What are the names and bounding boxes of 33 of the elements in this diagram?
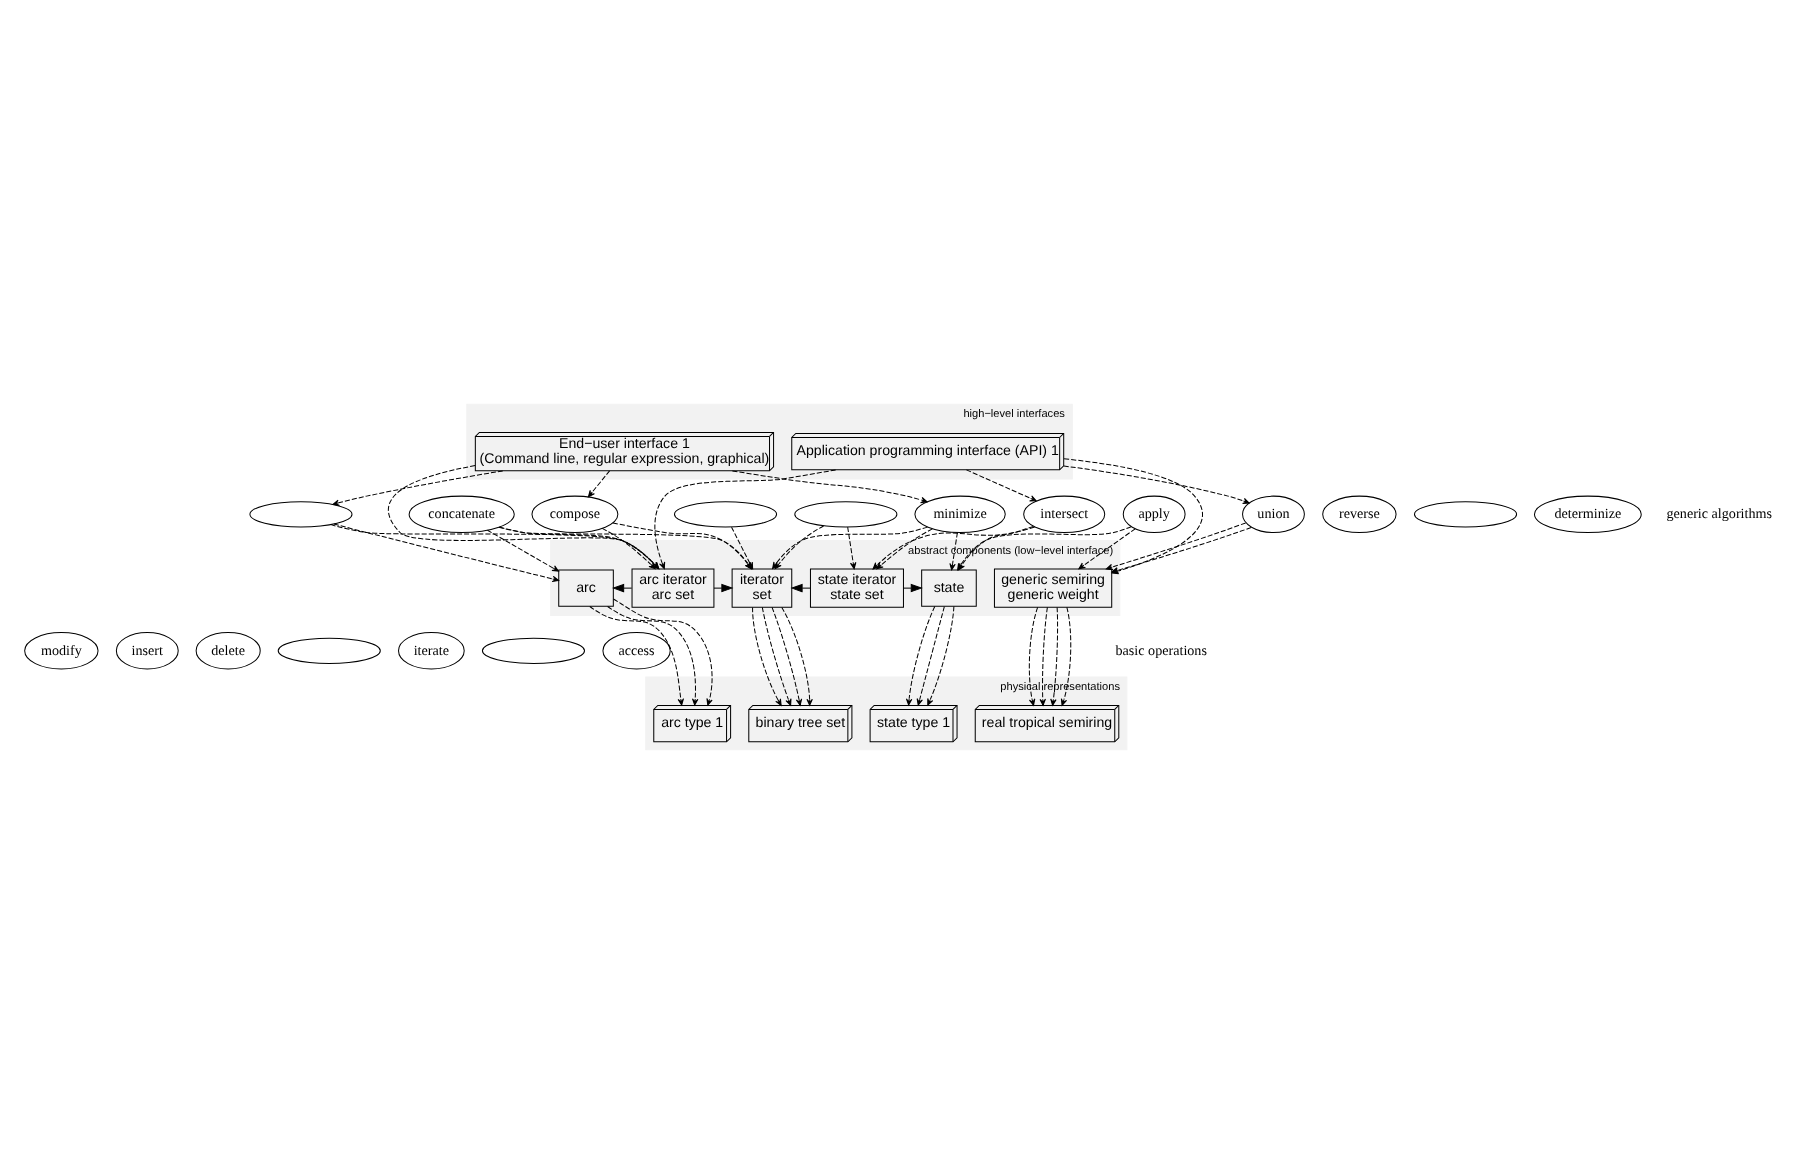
arrow bbox=[761, 605, 792, 705]
arrow bbox=[1039, 605, 1048, 705]
arrow bbox=[771, 605, 803, 705]
node-ellipse bbox=[481, 636, 586, 663]
arrow bbox=[612, 582, 633, 592]
arrow bbox=[1050, 605, 1059, 705]
node-ellipse bbox=[794, 500, 898, 527]
node-ellipse bbox=[1414, 500, 1518, 527]
arrow bbox=[903, 582, 923, 592]
arrow bbox=[333, 522, 560, 582]
arrow bbox=[752, 605, 782, 705]
arrow bbox=[927, 605, 955, 705]
arrow bbox=[876, 527, 933, 569]
arrow bbox=[949, 531, 958, 570]
arrow bbox=[589, 605, 684, 705]
arrow bbox=[1063, 464, 1250, 504]
arrow bbox=[1078, 527, 1136, 569]
arrow bbox=[1060, 605, 1072, 705]
arrow bbox=[587, 469, 611, 497]
arrow bbox=[790, 582, 811, 592]
arrow bbox=[781, 605, 813, 705]
arrow bbox=[1028, 605, 1039, 705]
arrow bbox=[332, 469, 504, 505]
arrow bbox=[905, 605, 936, 705]
arrow bbox=[607, 605, 699, 705]
node-ellipse bbox=[674, 500, 778, 527]
arrow bbox=[713, 582, 734, 592]
arrow bbox=[847, 525, 857, 569]
arrow bbox=[916, 605, 945, 705]
arrow bbox=[612, 597, 713, 705]
arrow bbox=[486, 528, 560, 571]
arrow bbox=[731, 469, 928, 503]
node-ellipse bbox=[277, 636, 381, 663]
